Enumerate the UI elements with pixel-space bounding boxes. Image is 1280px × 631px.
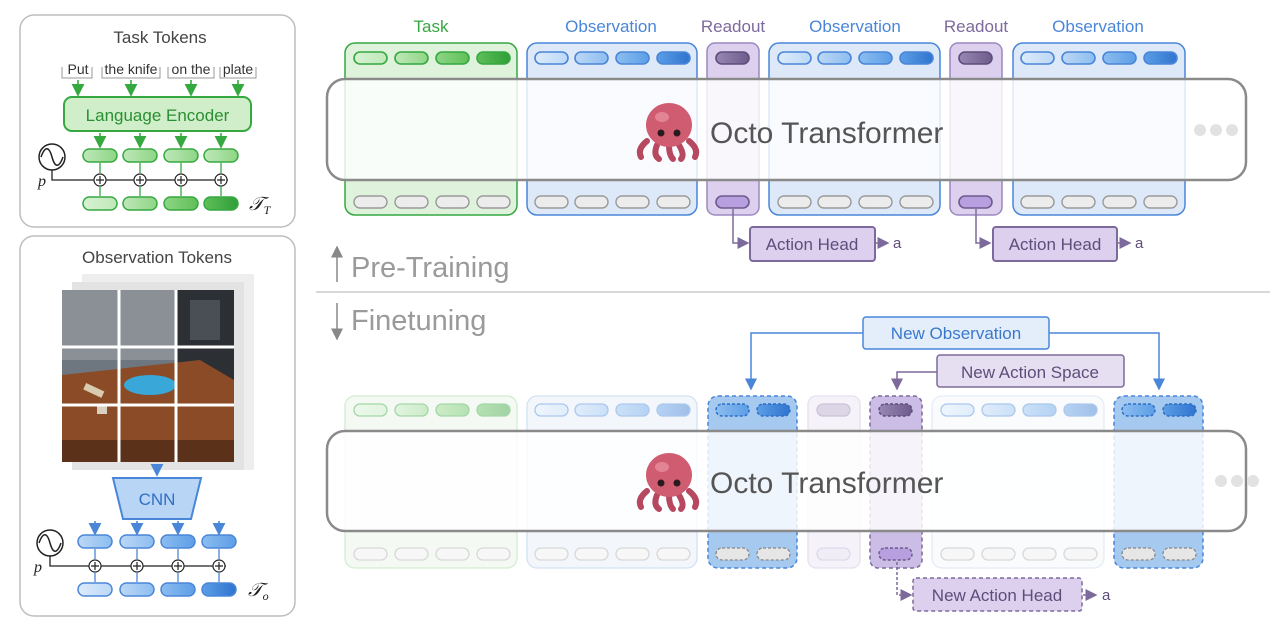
- task-token-output-row: [82, 196, 239, 211]
- obs-embedding-row: [77, 534, 237, 549]
- octopus-icon: [636, 453, 700, 512]
- finetuning-section: Octo Transformer New Observation New Act…: [325, 316, 1259, 612]
- task-tokens-panel: Task Tokens Put the knife on the plate L…: [19, 14, 296, 228]
- action-head-label: Action Head: [766, 235, 859, 254]
- new-action-head: New Action Head a: [896, 562, 1111, 612]
- camera-image: [62, 274, 254, 470]
- cnn-encoder-box: CNN: [111, 477, 203, 520]
- positional-label: p: [33, 559, 42, 576]
- cnn-label: CNN: [139, 490, 176, 509]
- language-encoder-label: Language Encoder: [86, 106, 230, 125]
- sine-wave-icon: [38, 143, 66, 171]
- stage-divider: Pre-Training Finetuning: [316, 245, 1270, 341]
- new-action-space-callout: New Action Space: [891, 354, 1125, 391]
- group-label-task: Task: [414, 17, 449, 36]
- word-token: on the: [172, 61, 211, 77]
- sine-wave-icon: [36, 529, 64, 557]
- readout-input-tokens: [715, 51, 993, 65]
- new-readout-output-token: [878, 547, 913, 561]
- new-action-head-label: New Action Head: [932, 586, 1062, 605]
- transformer-label: Octo Transformer: [710, 117, 943, 150]
- action-head-1: Action Head a: [732, 209, 902, 262]
- pretraining-stage-label: Pre-Training: [351, 252, 509, 284]
- octo-transformer-finetuning: Octo Transformer: [325, 429, 1259, 533]
- new-readout-input-token: [878, 403, 913, 417]
- instruction-words: Put the knife on the plate: [61, 61, 257, 79]
- ellipsis-icon: [1194, 124, 1238, 136]
- transformer-label: Octo Transformer: [710, 467, 943, 500]
- group-label-observation: Observation: [809, 17, 901, 36]
- task-panel-title: Task Tokens: [113, 28, 206, 47]
- plus-circle-icon: [88, 559, 226, 573]
- pretraining-output-tokens: [353, 195, 1178, 209]
- new-action-space-label: New Action Space: [961, 363, 1099, 382]
- action-output: a: [1135, 235, 1144, 252]
- readout-output-tokens: [715, 195, 993, 209]
- task-input-tokens: [353, 51, 511, 65]
- group-label-observation: Observation: [565, 17, 657, 36]
- new-observation-input-tokens: [715, 403, 1197, 417]
- task-embedding-row: [82, 148, 239, 163]
- language-encoder-box: Language Encoder: [63, 96, 252, 132]
- new-observation-label: New Observation: [891, 324, 1021, 343]
- obs-token-output-row: [77, 582, 237, 597]
- octopus-icon: [636, 103, 700, 162]
- new-observation-callout: New Observation: [745, 316, 1165, 391]
- action-output: a: [893, 235, 902, 252]
- observation-tokens-panel: Observation Tokens CNN: [19, 235, 296, 617]
- group-label-readout: Readout: [944, 17, 1009, 36]
- ellipsis-icon: [1215, 475, 1259, 487]
- new-output-tokens: [715, 547, 1197, 561]
- word-token: the knife: [105, 61, 158, 77]
- group-label-observation: Observation: [1052, 17, 1144, 36]
- word-token: Put: [67, 61, 88, 77]
- group-label-readout: Readout: [701, 17, 766, 36]
- pretraining-section: Task Observation Readout Observation Rea…: [325, 17, 1248, 262]
- action-head-2: Action Head a: [975, 209, 1144, 262]
- obs-input-tokens: [534, 51, 1178, 65]
- positional-label: p: [37, 173, 46, 190]
- word-token: plate: [223, 61, 254, 77]
- action-output: a: [1102, 587, 1111, 604]
- action-head-label: Action Head: [1009, 235, 1102, 254]
- obs-panel-title: Observation Tokens: [82, 248, 232, 267]
- octo-transformer-pretraining: Octo Transformer: [325, 77, 1248, 182]
- finetuning-stage-label: Finetuning: [351, 305, 486, 337]
